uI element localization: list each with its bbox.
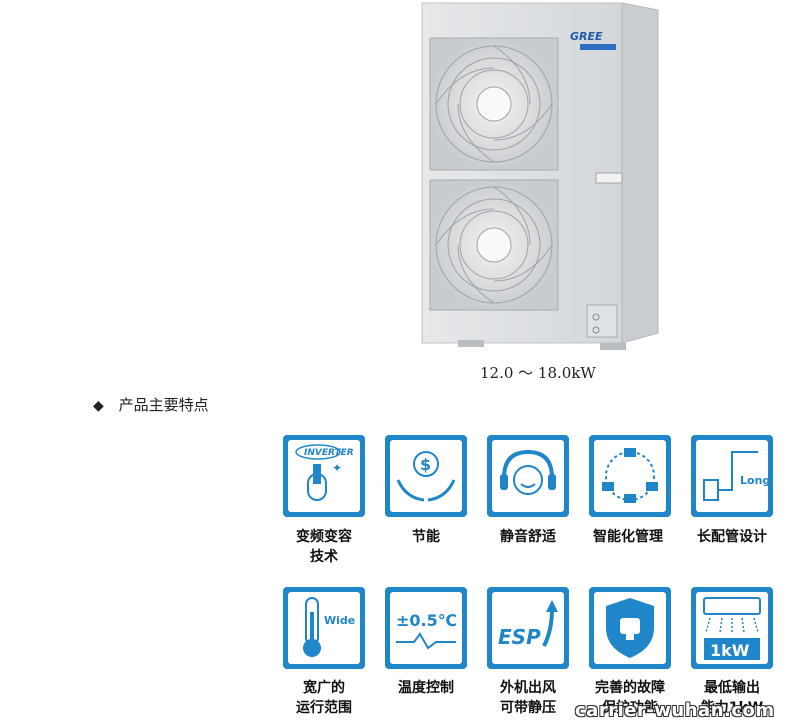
feature-label-temperature-control: 温度控制 [398,680,454,696]
svg-text:Wide: Wide [324,614,355,627]
inverter-icon: INVERTER ✦ [282,434,366,518]
outdoor-unit-image: GREE [421,2,659,350]
long-piping-icon: Long [690,434,774,518]
svg-text:$: $ [420,455,431,474]
feature-label-energy-saving: 节能 [412,529,440,545]
feature-label-min-output: 最低输出 能力1kW [700,680,764,716]
svg-text:Long: Long [740,474,770,487]
svg-text:GREE: GREE [570,30,603,43]
svg-text:ESP: ESP [498,625,541,649]
feature-label-esp: 外机出风 可带静压 [500,680,556,716]
section-title-text: 产品主要特点 [118,396,209,414]
svg-text:±0.5℃: ±0.5℃ [396,611,457,630]
feature-label-inverter: 变频变容 技术 [296,529,352,565]
capacity-caption: 12.0 ～ 18.0kW [480,364,596,382]
diamond-bullet-icon: ◆ [93,398,104,414]
watermark-text: carrier-wuhan.com [575,700,775,721]
feature-label-wide-range: 宽广的 运行范围 [296,680,352,716]
quiet-comfort-icon [486,434,570,518]
smart-management-icon [588,434,672,518]
svg-text:1kW: 1kW [710,641,750,660]
feature-label-quiet-comfort: 静音舒适 [500,529,556,545]
svg-text:✦: ✦ [332,461,342,475]
temperature-control-icon: ±0.5℃ [384,586,468,670]
fault-protection-icon [588,586,672,670]
wide-range-icon: Wide [282,586,366,670]
feature-label-smart-management: 智能化管理 [593,529,663,545]
section-title: ◆ 产品主要特点 [93,394,209,415]
feature-label-long-piping: 长配管设计 [697,529,767,545]
esp-icon: ESP [486,586,570,670]
min-output-icon: 1kW [690,586,774,670]
feature-label-fault-protection: 完善的故障 保护功能 [595,680,665,716]
energy-saving-icon: $ [384,434,468,518]
svg-text:INVERTER: INVERTER [304,448,354,458]
